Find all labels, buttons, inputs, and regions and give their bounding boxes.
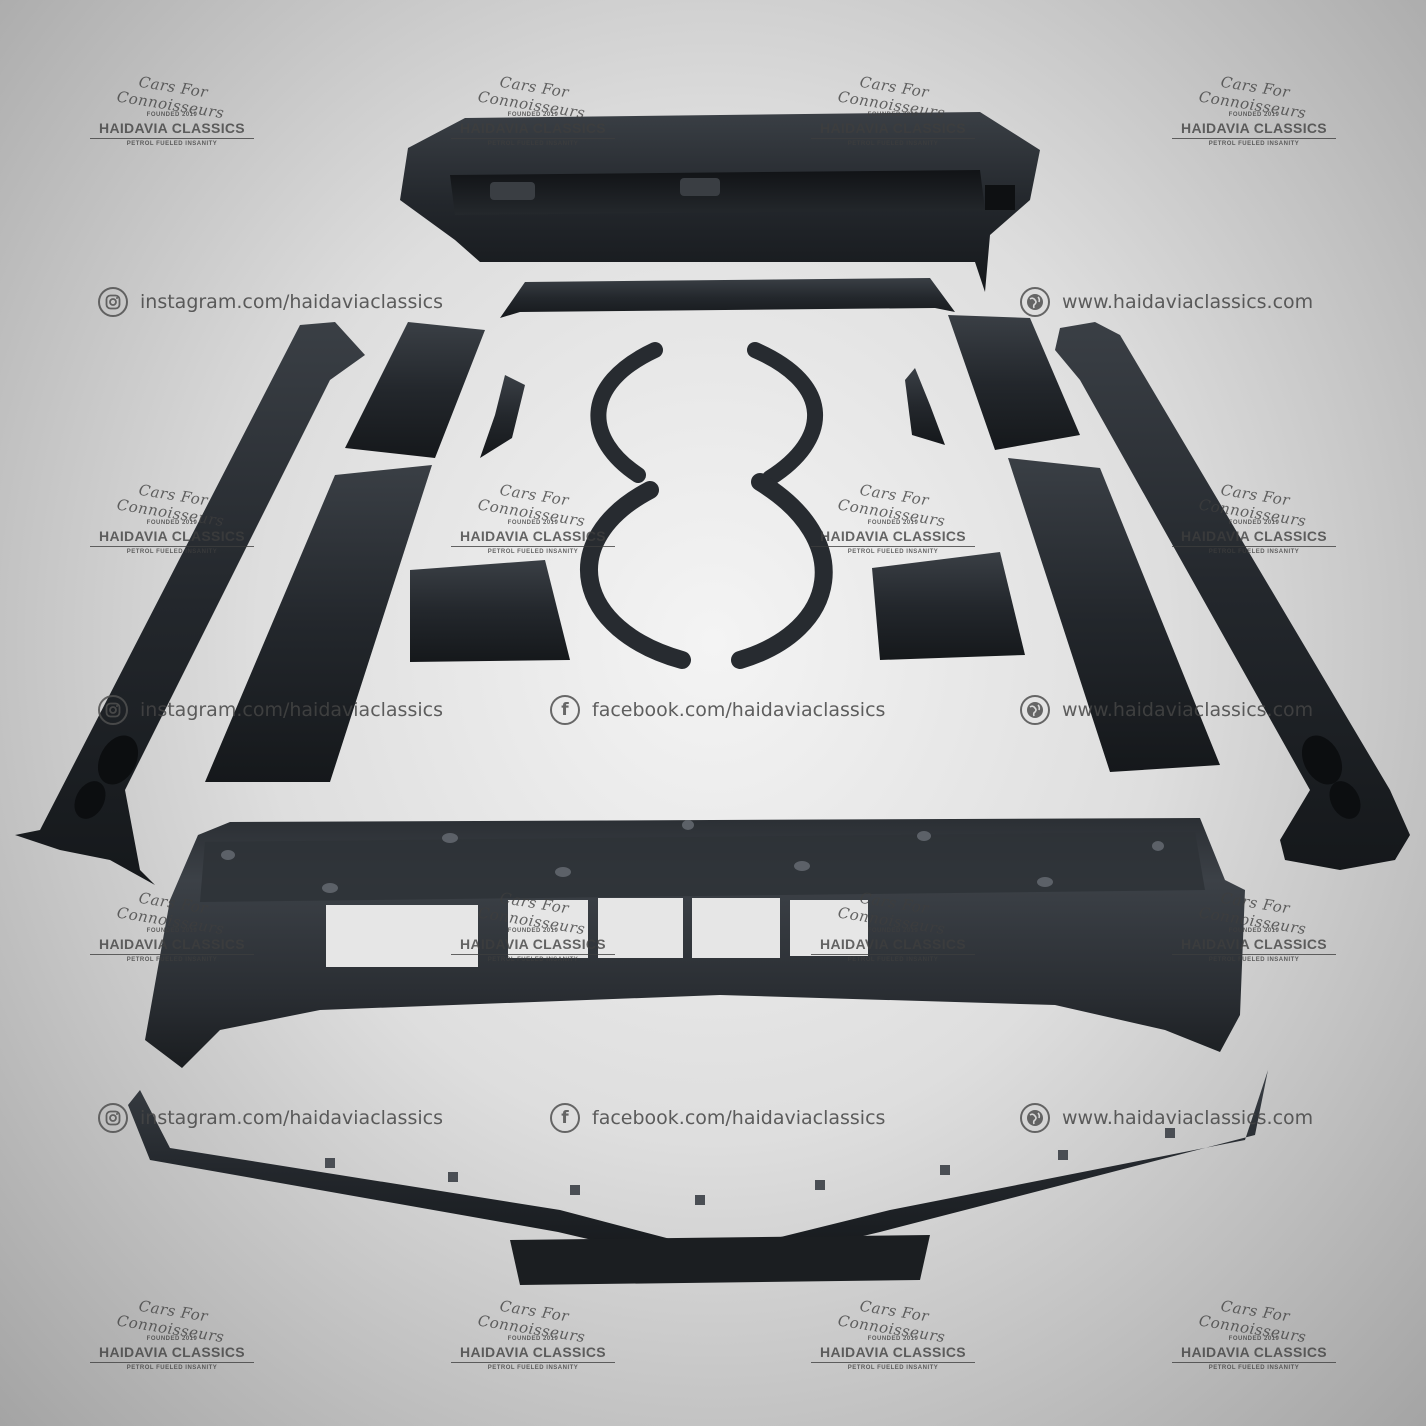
right-front-door-panel: [1008, 458, 1220, 772]
wheel-arch-flares: [580, 342, 833, 669]
right-rear-door-panel: [948, 315, 1080, 450]
right-side-skirt: [1055, 322, 1410, 870]
left-quarter-piece: [410, 560, 570, 662]
right-trim-piece: [905, 368, 945, 445]
rear-lip-spoiler: [500, 278, 955, 318]
front-lip-spoiler: [128, 1070, 1268, 1285]
left-front-door-panel: [205, 465, 432, 782]
right-quarter-piece: [872, 552, 1025, 660]
left-side-skirt: [15, 322, 365, 885]
left-trim-piece: [480, 375, 525, 458]
left-rear-door-panel: [345, 322, 485, 458]
rear-bumper: [400, 112, 1040, 292]
front-bumper: [145, 818, 1245, 1068]
